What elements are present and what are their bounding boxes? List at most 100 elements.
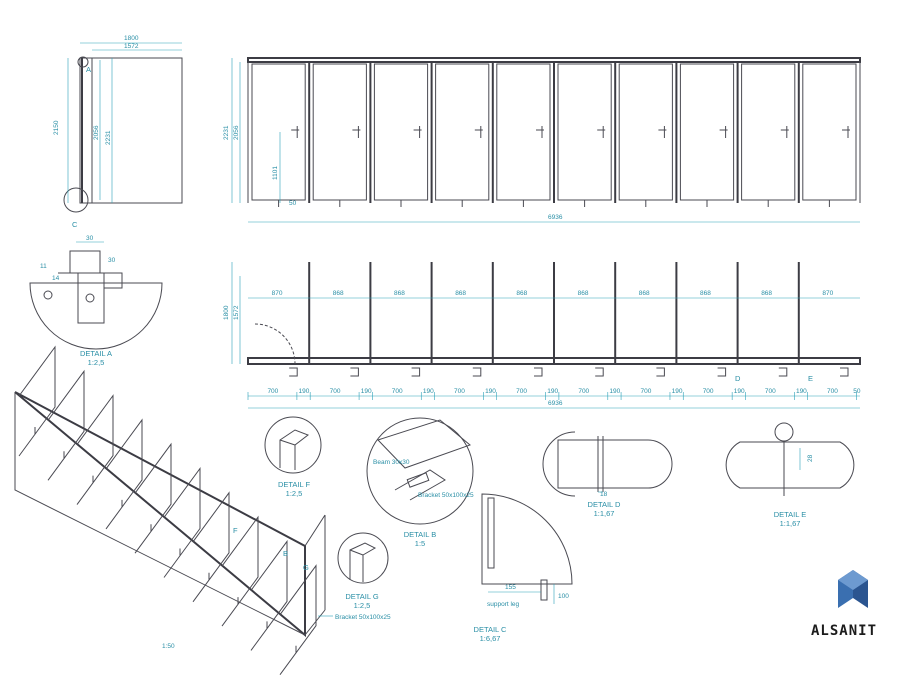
plan-lower-dim: 50 (853, 388, 861, 395)
detail-e: 28 DETAIL E 1:1,67 (725, 422, 855, 528)
front-dim-height-a: 2231 (223, 125, 230, 140)
plan-upper-dim: 870 (822, 290, 833, 297)
plan-lower-dim: 190 (796, 388, 807, 395)
detail-g-scale: 1:2,5 (354, 601, 371, 610)
iso-callout-f: F (233, 526, 238, 535)
detail-b: Beam 30x30 Bracket 50x100x25 DETAIL B 1:… (366, 417, 474, 548)
plan-lower-dim: 190 (672, 388, 683, 395)
plan-lower-dim: 190 (423, 388, 434, 395)
plan-lock-icon (534, 367, 543, 377)
iso-partition-panel (134, 442, 172, 554)
plan-lower-dim: 190 (734, 388, 745, 395)
front-dim-total: 6936 (548, 214, 563, 221)
detail-c: 155 100 support leg DETAIL C 1:6,67 (474, 493, 573, 643)
detail-d-dim: 18 (600, 491, 608, 498)
plan-lower-dim: 700 (765, 388, 776, 395)
detail-d: 18 DETAIL D 1:1,67 (542, 431, 673, 518)
iso-partition-panel (192, 491, 230, 603)
plan-lock-icon (350, 367, 359, 377)
iso-callout-g: G (303, 563, 309, 572)
plan-lower-dim: 700 (454, 388, 465, 395)
plan-upper-dim: 868 (700, 290, 711, 297)
alsanit-logo: ALSANIT (811, 570, 876, 639)
detail-f: DETAIL F 1:2,5 (264, 416, 322, 498)
callout-c: C (72, 220, 78, 229)
plan-lock-icon (472, 367, 482, 377)
detail-b-bracket: Bracket 50x100x25 (418, 492, 474, 499)
front-elevation: 6936 2231 2056 1101 50 (223, 57, 861, 223)
detail-a: 30 11 14 30 DETAIL A 1:2,5 (29, 235, 163, 367)
plan-lower-dim: 700 (578, 388, 589, 395)
callout-a: A (86, 65, 91, 74)
front-dim-height-b: 2056 (233, 125, 240, 140)
plan-lower-dim: 700 (330, 388, 341, 395)
detail-g-bracket: Bracket 50x100x25 (335, 614, 391, 621)
iso-partition-panel (76, 394, 114, 505)
plan-lower-dim: 700 (267, 388, 278, 395)
plan-lower-dim: 700 (703, 388, 714, 395)
plan-lower-dim: 190 (361, 388, 372, 395)
detail-a-dim-1: 30 (86, 235, 94, 242)
plan-lower-dim: 190 (485, 388, 496, 395)
detail-b-title: DETAIL B (404, 530, 437, 539)
plan-lock-icon (595, 367, 604, 377)
detail-c-support: support leg (487, 601, 520, 608)
plan-upper-dim: 868 (761, 290, 772, 297)
detail-c-dim-height: 100 (558, 593, 569, 600)
iso-partition-panel (279, 564, 317, 675)
plan-upper-dim: 870 (272, 290, 283, 297)
iso-partition-panel (47, 369, 85, 481)
plan-upper-dim: 868 (516, 290, 527, 297)
iso-partition-panel (221, 515, 259, 627)
plan-lock-icon (840, 367, 849, 377)
side-dim-height-c: 2231 (105, 130, 112, 145)
detail-d-scale: 1:1,67 (594, 509, 615, 518)
side-elevation: 1800 1572 2150 2056 2231 A C (53, 35, 183, 229)
detail-f-title: DETAIL F (278, 480, 311, 489)
detail-d-title: DETAIL D (588, 500, 622, 509)
iso-partition-panel (105, 418, 143, 530)
plan-lock-icon (411, 367, 421, 377)
iso-partition-panel (18, 345, 56, 457)
detail-b-scale: 1:5 (415, 539, 425, 548)
plan-dim-depth-b: 1572 (233, 305, 240, 320)
plan-lock-icon (656, 367, 665, 377)
plan-lower-dim: 700 (827, 388, 838, 395)
plan-lower-dim: 190 (609, 388, 620, 395)
detail-b-beam: Beam 30x30 (373, 459, 410, 466)
plan-lower-dim: 700 (392, 388, 403, 395)
front-dim-gap: 50 (289, 200, 297, 207)
side-dim-height-b: 2056 (93, 125, 100, 140)
detail-f-scale: 1:2,5 (286, 489, 303, 498)
isometric-view: F B G 1:50 (14, 345, 326, 675)
iso-partition-panel (163, 466, 201, 578)
side-dim-width: 1800 (124, 35, 139, 42)
detail-c-title: DETAIL C (474, 625, 508, 634)
front-dim-handle: 1101 (272, 166, 279, 180)
detail-a-scale: 1:2,5 (88, 358, 105, 367)
detail-e-title: DETAIL E (774, 510, 807, 519)
side-dim-height-a: 2150 (53, 120, 60, 135)
plan-upper-dim: 868 (333, 290, 344, 297)
detail-e-dim: 28 (807, 454, 814, 462)
detail-a-dim-3: 14 (52, 275, 60, 282)
plan-upper-dim: 868 (394, 290, 405, 297)
plan-lower-dim: 700 (516, 388, 527, 395)
callout-e: E (808, 374, 813, 383)
detail-a-dim-4: 30 (108, 257, 116, 264)
plan-dim-depth-a: 1800 (223, 305, 230, 320)
detail-e-scale: 1:1,67 (780, 519, 801, 528)
detail-c-dim-width: 155 (505, 584, 516, 591)
detail-c-scale: 1:6,67 (480, 634, 501, 643)
side-dim-depth: 1572 (124, 43, 139, 50)
detail-g: DETAIL G 1:2,5 Bracket 50x100x25 (318, 532, 391, 621)
plan-lock-icon (717, 367, 727, 377)
iso-partition-panel (250, 539, 288, 651)
plan-lower-dim: 190 (299, 388, 310, 395)
detail-g-title: DETAIL G (345, 592, 379, 601)
plan-upper-dim: 868 (578, 290, 589, 297)
plan-lower-dim: 190 (547, 388, 558, 395)
detail-a-dim-2: 11 (40, 263, 47, 270)
plan-lower-dim: 700 (641, 388, 652, 395)
